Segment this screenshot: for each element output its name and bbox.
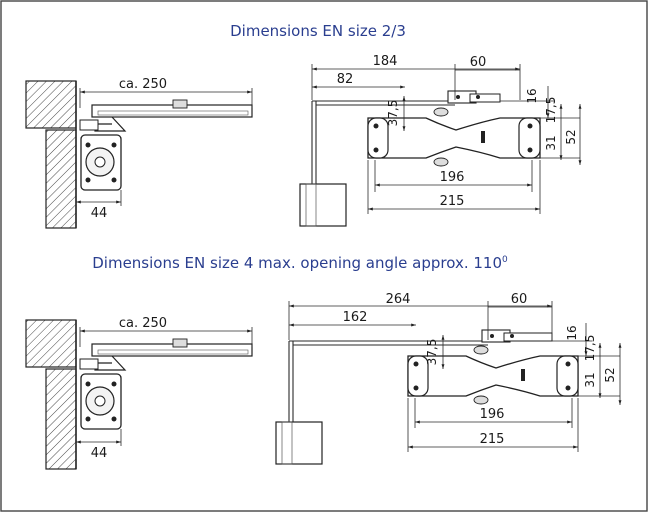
dim-bracket-width-2: 44 [91,446,108,461]
right-view-2: 264 60 162 37,5 16 17,5 31 52 [275,292,622,465]
dim-top-gap-1: 16 [525,88,539,103]
dim-body-height-c-2: 52 [603,367,617,382]
arm-adjuster [172,99,188,109]
dim-bracket-width-1: 44 [91,206,108,221]
wall-top-hatch-2 [25,319,77,368]
dim-arm-height-2: 37,5 [425,339,439,366]
section-size-4: Dimensions EN size 4 max. opening angle … [25,254,622,470]
dim-total-length-1: 215 [440,194,465,209]
dim-body-height-b-1: 31 [544,135,558,150]
left-view-1: ca. 250 44 [25,77,253,229]
dim-arm-offset-1: 82 [337,72,354,87]
dim-body-length-1: 196 [440,170,465,185]
dim-shoe-width-2: 60 [511,292,528,307]
right-view-1: 184 60 82 37,5 16 17,5 31 52 [299,54,582,227]
dim-arm-offset-2: 162 [343,310,368,325]
dim-top-gap-2: 16 [565,325,579,340]
dim-body-height-c-1: 52 [564,129,578,144]
wall-lower-hatch [45,129,77,229]
section2-title-degree: 0 [502,255,508,265]
left-view-2: ca. 250 44 [25,316,253,470]
wall-lower-hatch-2 [45,368,77,470]
dim-arm-length-1: ca. 250 [119,77,167,92]
dim-arm-height-1: 37,5 [386,100,400,127]
section2-title: Dimensions EN size 4 max. opening angle … [92,254,502,272]
dim-shoe-width-1: 60 [470,55,487,70]
arm-shoe-block [299,183,347,227]
wall-top-hatch [25,80,77,129]
dim-overall-width-2: 264 [386,292,411,307]
dim-total-length-2: 215 [480,432,505,447]
dim-arm-length-2: ca. 250 [119,316,167,331]
section1-title: Dimensions EN size 2/3 [230,22,406,40]
dim-body-height-b-2: 31 [583,372,597,387]
dim-body-height-a-2: 17,5 [583,335,597,362]
arm-shoe-block-2 [275,421,323,465]
dim-overall-width-1: 184 [373,54,398,69]
dim-body-height-a-1: 17,5 [544,97,558,124]
section-size-2-3: Dimensions EN size 2/3 ca. 250 [25,22,582,229]
dim-body-length-2: 196 [480,407,505,422]
section2-title-line: Dimensions EN size 4 max. opening angle … [92,254,508,272]
